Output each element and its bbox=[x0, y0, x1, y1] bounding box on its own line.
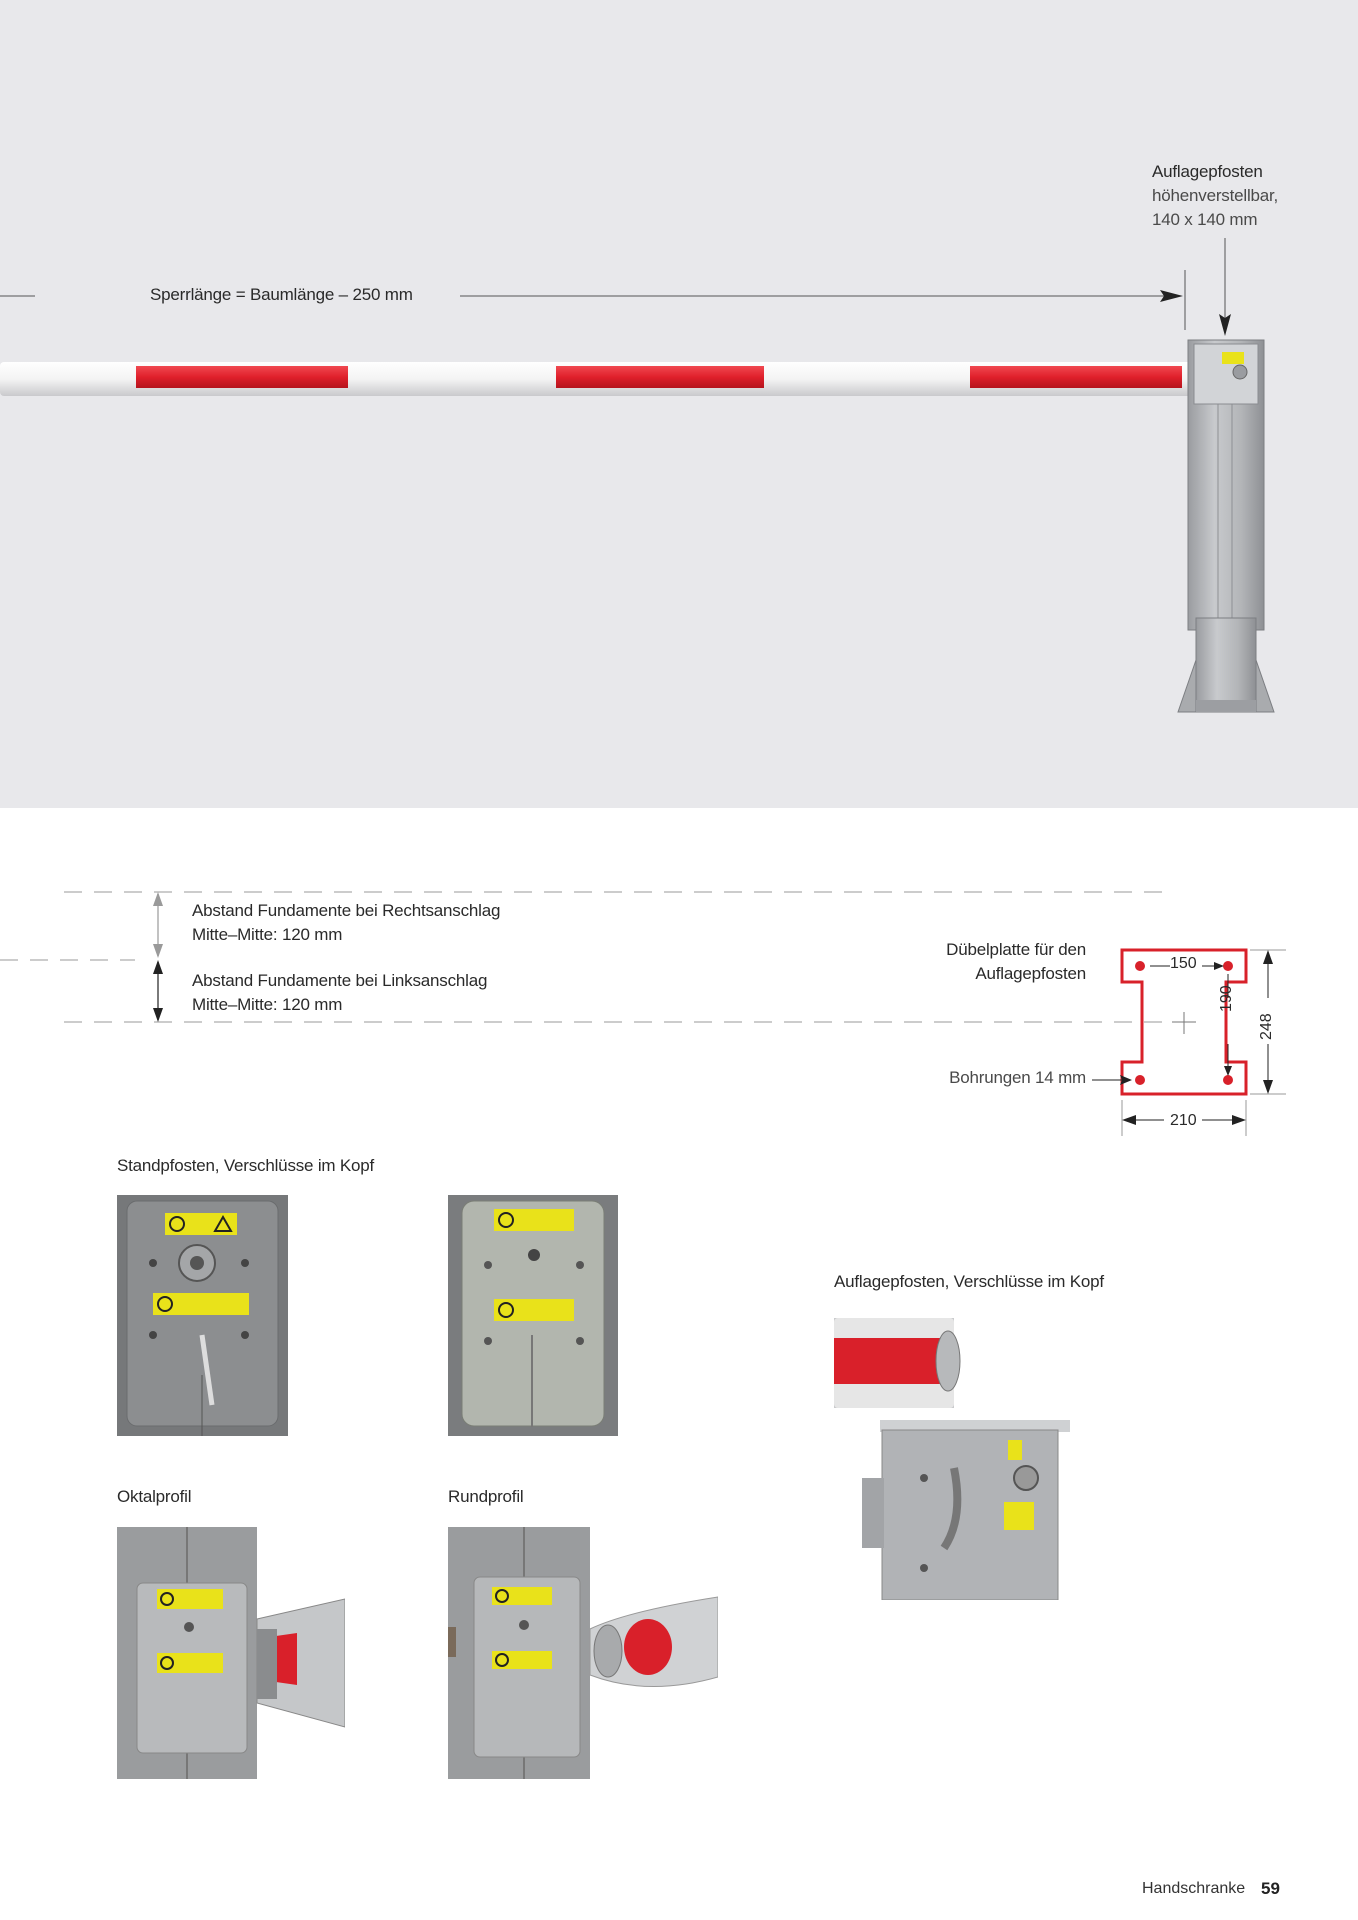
foundation-left-line1: Abstand Fundamente bei Linksanschlag bbox=[192, 971, 488, 990]
photo-auflagepfosten bbox=[834, 1318, 1070, 1600]
caption-rundprofil: Rundprofil bbox=[448, 1487, 524, 1506]
sticker-icon bbox=[165, 1213, 237, 1235]
barrier-red-stripe-2 bbox=[556, 366, 764, 388]
sticker-icon bbox=[153, 1293, 249, 1315]
sticker-icon bbox=[494, 1209, 574, 1231]
lock-icon bbox=[528, 1249, 540, 1261]
plate-hole bbox=[1135, 1075, 1145, 1085]
plate-dim-inner: 190 bbox=[1218, 985, 1235, 1012]
dimension-arrow-icon bbox=[1160, 290, 1183, 302]
plate-outline bbox=[1120, 948, 1248, 1096]
barrier-drawing bbox=[0, 238, 1275, 713]
dim-arrow-icon bbox=[1263, 1080, 1273, 1094]
plate-drawing bbox=[1092, 948, 1286, 1136]
top-illustration-panel bbox=[0, 0, 1358, 808]
post-label-line2: höhenverstellbar, bbox=[1152, 186, 1279, 205]
caption-auflagepfosten: Auflagepfosten, Verschlüsse im Kopf bbox=[834, 1272, 1104, 1291]
post-label-line3: 140 x 140 mm bbox=[1152, 210, 1258, 229]
post-foot-flange bbox=[1177, 659, 1197, 713]
photo-standpfosten-2 bbox=[448, 1195, 618, 1436]
dim-arrow-icon bbox=[1214, 962, 1224, 970]
photo-rundprofil bbox=[448, 1527, 718, 1779]
post-pointer-arrow-icon bbox=[1219, 314, 1231, 336]
caption-oktalprofil: Oktalprofil bbox=[117, 1487, 192, 1506]
barrier-red-stripe-1 bbox=[136, 366, 348, 388]
dim-arrow-icon bbox=[1122, 1115, 1136, 1125]
plate-dim-top: 150 bbox=[1170, 955, 1197, 972]
sticker-icon bbox=[494, 1299, 574, 1321]
holes-pointer-arrow-icon bbox=[1120, 1075, 1132, 1085]
lock-icon bbox=[519, 1620, 529, 1630]
photo-standpfosten-1 bbox=[117, 1195, 288, 1436]
sticker-icon bbox=[157, 1589, 223, 1609]
lock-icon bbox=[1013, 1465, 1039, 1491]
plate-dim-bottom: 210 bbox=[1170, 1112, 1197, 1129]
post-head-sticker bbox=[1222, 352, 1244, 364]
sticker-icon bbox=[157, 1653, 223, 1673]
plate-title-line1: Dübelplatte für den bbox=[946, 940, 1086, 959]
dim-arrow-icon bbox=[1224, 1066, 1232, 1076]
dim-arrow-icon bbox=[1232, 1115, 1246, 1125]
plate-holes-label: Bohrungen 14 mm bbox=[949, 1068, 1086, 1087]
post-foot bbox=[1195, 617, 1257, 713]
plate-dim-outer: 248 bbox=[1258, 1013, 1275, 1040]
sticker-icon bbox=[1008, 1440, 1022, 1460]
post-label-title: Auflagepfosten bbox=[1152, 162, 1263, 181]
foundation-arrow-up-icon bbox=[153, 960, 163, 974]
sticker-icon bbox=[1004, 1502, 1034, 1530]
caption-standpfosten: Standpfosten, Verschlüsse im Kopf bbox=[117, 1156, 375, 1175]
key-icon bbox=[199, 1334, 215, 1406]
foundation-right-line2: Mitte–Mitte: 120 mm bbox=[192, 925, 343, 944]
foundation-right-line1: Abstand Fundamente bei Rechtsanschlag bbox=[192, 901, 501, 920]
footer-section-title: Handschranke bbox=[1142, 1880, 1246, 1897]
foundation-left-line2: Mitte–Mitte: 120 mm bbox=[192, 995, 343, 1014]
post-head-lock bbox=[1232, 364, 1248, 380]
plate-hole bbox=[1223, 1075, 1233, 1085]
plate-title-line2: Auflagepfosten bbox=[975, 964, 1086, 983]
foundation-drawing bbox=[0, 891, 1165, 1023]
photo-oktalprofil bbox=[117, 1527, 345, 1779]
footer-page-number: 59 bbox=[1261, 1879, 1280, 1898]
foundation-arrow-down-icon bbox=[153, 1008, 163, 1022]
barrier-red-stripe-3 bbox=[970, 366, 1182, 388]
sperrlaenge-label: Sperrlänge = Baumlänge – 250 mm bbox=[150, 285, 413, 304]
lock-icon bbox=[184, 1622, 194, 1632]
foundation-arrow-up-icon bbox=[153, 892, 163, 906]
plate-hole bbox=[1135, 961, 1145, 971]
foundation-arrow-down-icon bbox=[153, 944, 163, 958]
dim-arrow-icon bbox=[1263, 950, 1273, 964]
plate-hole bbox=[1223, 961, 1233, 971]
